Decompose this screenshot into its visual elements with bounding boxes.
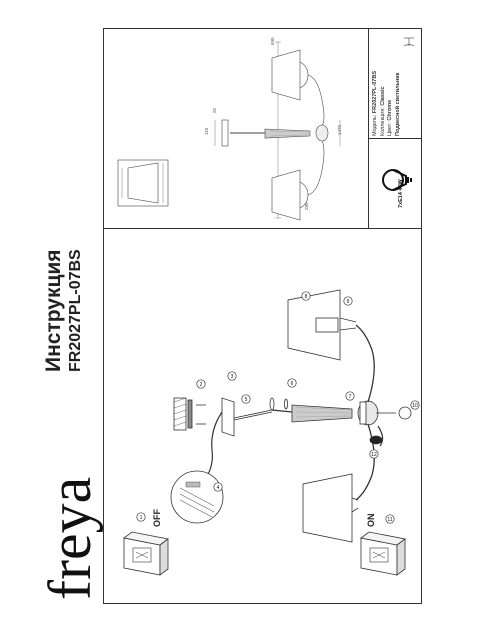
spec-model-row: Модель: FR2027PL-07BS [372, 71, 378, 136]
spec-column-divider [368, 28, 369, 228]
spec-list: Модель: FR2027PL-07BS Коллекция: Classic… [372, 71, 402, 136]
switch-off-label: OFF [152, 509, 162, 527]
spec-collection-row: Коллекция: Classic [379, 86, 386, 136]
page-title: Инструкция [42, 249, 65, 372]
dim-height-max: 1470 [337, 124, 342, 135]
dim-shade-top: 140 [133, 184, 138, 192]
switch-on-label: ON [366, 513, 376, 528]
dim-overall-width: 690 [270, 37, 275, 45]
title-block: Инструкция FR2027PL-07BS [42, 249, 85, 372]
dim-canopy-h: 25 [212, 107, 217, 113]
dim-shade-h: 300 [117, 184, 122, 192]
spec-color-row: Цвет: Chrome [387, 99, 393, 136]
brand-logo-text: freya [37, 476, 103, 600]
brand-logo: freya [37, 476, 103, 600]
dim-shade-width: 280 [304, 202, 309, 210]
section-divider [103, 228, 422, 229]
model-code: FR2027PL-07BS [67, 249, 84, 372]
page-frame [103, 28, 422, 604]
spec-cell-divider [368, 138, 422, 139]
dim-shade-bottom: 220 [160, 184, 165, 192]
bulb-spec: 7xE14 40W [398, 179, 404, 208]
dim-canopy-d: 110 [204, 127, 209, 135]
spec-type-row: Подвесной светильник [394, 72, 401, 136]
